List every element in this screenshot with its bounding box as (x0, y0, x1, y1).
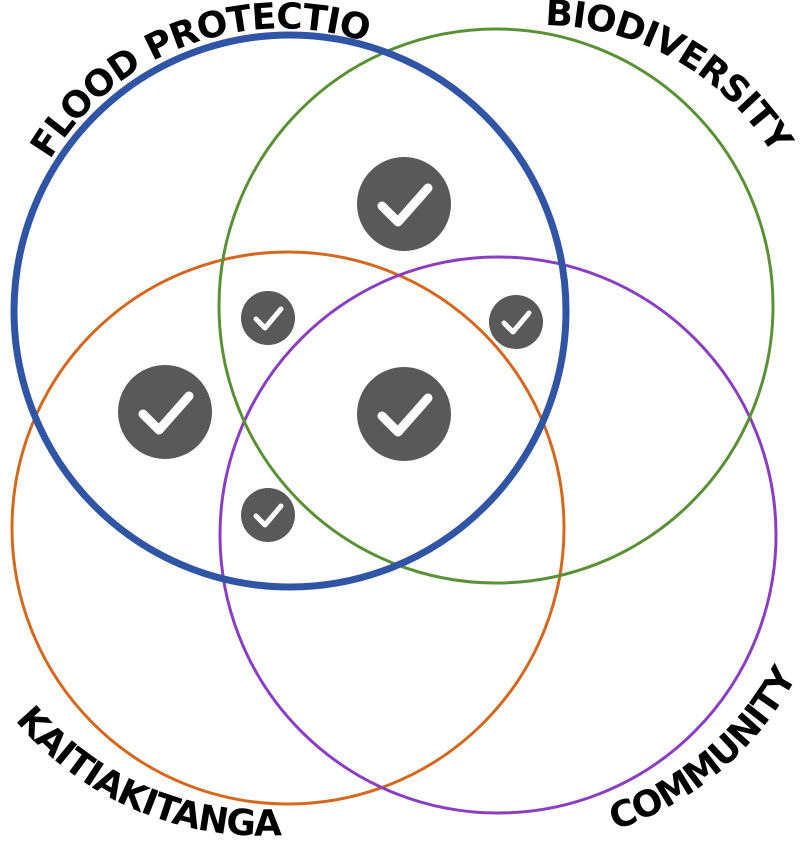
circle-kaitiakitanga (10, 250, 566, 806)
check-icon-flood-kaitiakitanga (118, 365, 212, 459)
check-icon-flood-biodiversity-community (489, 295, 543, 349)
circle-community (218, 255, 778, 815)
label-flood-protection: FLOOD PROTECTION (0, 0, 374, 165)
check-icon-flood-biodiversity-kaitiakitanga (241, 291, 295, 345)
check-icon-flood-kaitiakitanga-community (241, 488, 295, 542)
check-icon-flood-biodiversity (357, 157, 451, 251)
label-kaitiakitanga: KAITIAKITANGA (8, 699, 282, 843)
circle-biodiversity (217, 27, 775, 585)
check-icon-all-four (357, 367, 451, 461)
label-biodiversity: BIODIVERSITY (544, 0, 800, 161)
circle-flood-protection (10, 31, 570, 591)
label-community: COMMUNITY (604, 659, 806, 839)
